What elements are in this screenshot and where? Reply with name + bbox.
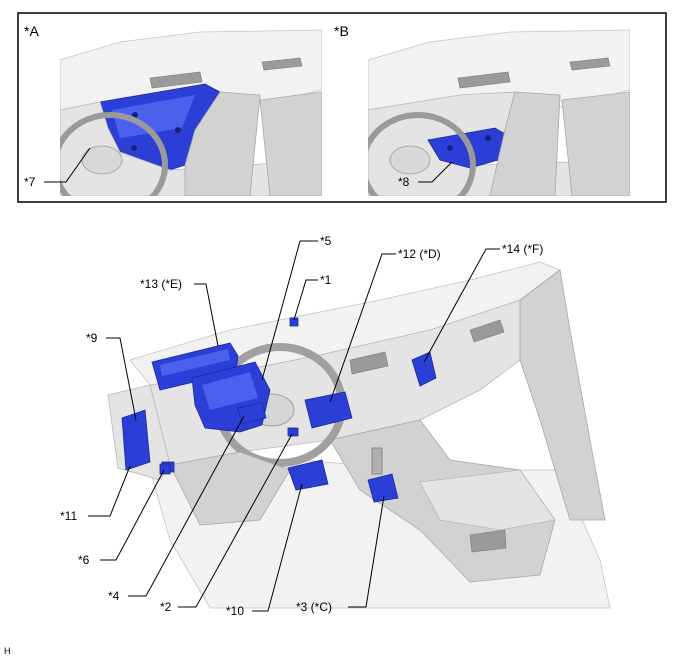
view-b-vent: [457, 71, 511, 89]
view-b: *B *8: [334, 23, 630, 196]
component-1-sensor: [289, 317, 299, 327]
right-pillar-trim: [519, 269, 606, 521]
component-3-module: [367, 473, 399, 503]
component-2-spiral-cable: [287, 427, 299, 437]
view-a-bolt: [131, 145, 137, 151]
view-a-bolt: [175, 127, 181, 133]
rear-console-vent: [469, 529, 507, 553]
main-interior-view: [107, 261, 611, 609]
view-b-vent: [569, 57, 611, 71]
inset-views-panel: *A *7 *B *8: [17, 12, 667, 203]
leader-11: [88, 465, 131, 517]
view-b-bolt: [485, 135, 491, 141]
leader-1: [293, 279, 318, 321]
component-12-module: [304, 391, 353, 429]
leader-4: [128, 415, 245, 597]
callout-10: *10: [226, 604, 244, 618]
component-4-switch: [237, 401, 267, 425]
dash-vent: [469, 319, 505, 343]
view-a-callout-leader: [44, 147, 91, 183]
callout-4: *4: [108, 589, 120, 603]
callout-3: *3 (*C): [296, 600, 332, 614]
view-b-center-pillar: [489, 91, 561, 196]
component-14-module: [411, 351, 437, 387]
component-9-body-ecu: [121, 409, 151, 471]
callout-6: *6: [78, 553, 90, 567]
lower-dash-panel: [169, 451, 291, 526]
callout-14: *14 (*F): [502, 242, 543, 256]
shift-lever: [371, 447, 383, 475]
console-armrest: [419, 469, 556, 531]
component-6-sensor: [159, 463, 171, 475]
view-b-callout: *8: [398, 175, 410, 189]
view-b-callout-leader: [418, 161, 453, 183]
leader-9: [106, 337, 137, 421]
callout-2: *2: [160, 600, 172, 614]
view-b-steering-wheel: [368, 112, 476, 196]
leader-6: [100, 469, 165, 561]
view-a-panel-detail: [112, 95, 195, 138]
view-a: *A *7: [24, 23, 322, 196]
leader-12: [329, 253, 396, 403]
callout-1: *1: [320, 273, 332, 287]
view-a-center-pillar: [184, 91, 261, 196]
leader-13: [194, 283, 219, 347]
leader-10: [252, 483, 303, 612]
leader-5: [261, 240, 318, 381]
view-a-callout: *7: [24, 175, 36, 189]
component-10-module: [287, 459, 329, 491]
view-a-vent: [149, 71, 203, 89]
corner-mark: H: [4, 646, 11, 656]
view-a-center-stack: [259, 91, 322, 196]
callout-9: *9: [86, 331, 98, 345]
component-5-detail: [202, 372, 258, 410]
view-b-steering-hub: [389, 145, 431, 175]
callout-5: *5: [320, 234, 332, 248]
view-a-dash-lower: [60, 101, 322, 196]
view-a-vent: [261, 57, 303, 71]
callout-12: *12 (*D): [398, 247, 441, 261]
view-a-steering-wheel: [60, 112, 168, 196]
leader-3: [348, 495, 385, 608]
callout-13: *13 (*E): [140, 277, 182, 291]
view-b-label: *B: [334, 23, 349, 39]
view-a-label: *A: [24, 23, 39, 39]
dash-vent: [349, 351, 389, 375]
component-13-detail: [160, 349, 230, 376]
leader-14: [423, 248, 500, 363]
view-b-bolt: [447, 145, 453, 151]
callout-11: *11: [60, 509, 77, 523]
callout-leaders: [88, 240, 500, 612]
view-b-center-stack: [561, 91, 630, 196]
leader-2: [178, 433, 293, 608]
callout-labels: *5 *12 (*D) *14 (*F) *13 (*E) *1 *9 *11 …: [60, 234, 543, 618]
